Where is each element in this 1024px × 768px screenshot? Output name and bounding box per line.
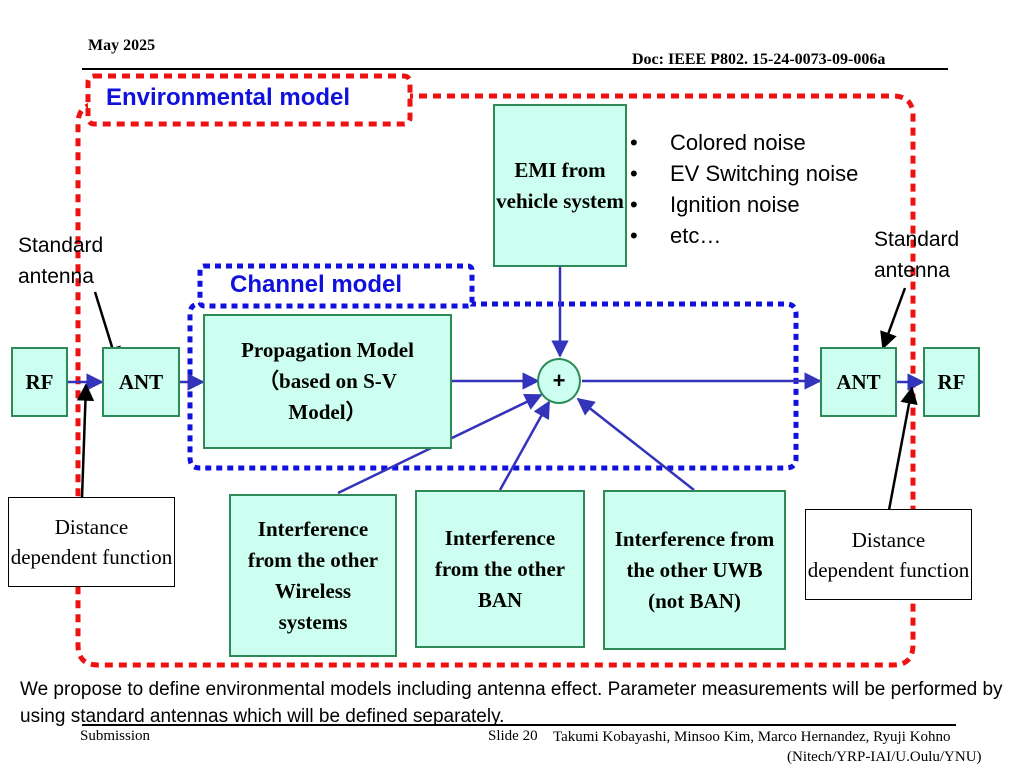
header-rule	[82, 68, 948, 70]
interference-uwb-text: Interference from the other UWB (not BAN…	[614, 526, 775, 613]
channel-model-label: Channel model	[230, 271, 403, 298]
emi-box: EMI from vehicle system	[493, 104, 627, 267]
header-date: May 2025	[88, 37, 156, 54]
noise-item: Ignition noise	[630, 189, 858, 220]
rf-right-text: RF	[937, 369, 966, 394]
standard-antenna-right-label: Standard antenna	[874, 228, 960, 282]
ant-left-box: ANT	[102, 347, 180, 417]
environmental-model-frame	[75, 93, 916, 668]
sum-node-symbol: +	[552, 368, 566, 393]
ant-right-text: ANT	[836, 369, 881, 394]
noise-list: Colored noise EV Switching noise Ignitio…	[630, 127, 858, 251]
environmental-model-label-frame	[85, 73, 413, 127]
distance-function-right-text: Distance dependent function	[807, 527, 970, 582]
interference-ban-text: Interference from the other BAN	[434, 525, 566, 612]
propagation-line-1: Propagation Model	[241, 338, 414, 362]
noise-item: Colored noise	[630, 127, 858, 158]
propagation-line-3: Model）	[288, 400, 367, 424]
caption: We propose to define environmental model…	[20, 679, 1003, 727]
channel-model-label-frame	[197, 263, 475, 309]
rf-right-box: RF	[923, 347, 980, 417]
interference-wireless-text: Interference from the other Wireless sys…	[247, 516, 379, 634]
propagation-model-box: Propagation Model （based on S-V Model）	[203, 314, 452, 449]
interference-wireless-box: Interference from the other Wireless sys…	[229, 494, 397, 657]
footer-slide-number: Slide 20	[488, 728, 538, 744]
rf-left-box: RF	[11, 347, 68, 417]
sum-node: +	[537, 358, 581, 404]
ant-left-text: ANT	[118, 369, 164, 394]
environmental-model-label: Environmental model	[106, 84, 351, 111]
ant-right-box: ANT	[820, 347, 897, 417]
footer-submission: Submission	[80, 728, 151, 744]
rf-left-text: RF	[25, 369, 54, 394]
interference-ban-box: Interference from the other BAN	[415, 490, 585, 648]
footer-authors: Takumi Kobayashi, Minsoo Kim, Marco Hern…	[553, 729, 951, 745]
propagation-line-2: （based on S-V	[258, 369, 397, 393]
footer-affiliation: (Nitech/YRP-IAI/U.Oulu/YNU)	[787, 749, 982, 765]
noise-item: etc…	[630, 220, 858, 251]
interference-uwb-box: Interference from the other UWB (not BAN…	[603, 490, 786, 650]
noise-item: EV Switching noise	[630, 158, 858, 189]
distance-function-left-text: Distance dependent function	[10, 515, 173, 569]
standard-antenna-left-label: Standard antenna	[18, 234, 104, 288]
distance-function-left-box: Distance dependent function	[8, 497, 175, 587]
emi-box-text: EMI from vehicle system	[496, 157, 624, 213]
distance-function-right-box: Distance dependent function	[805, 509, 972, 600]
footer-rule	[82, 724, 956, 726]
header-doc-id: Doc: IEEE P802. 15-24-0073-09-006a	[632, 51, 886, 68]
